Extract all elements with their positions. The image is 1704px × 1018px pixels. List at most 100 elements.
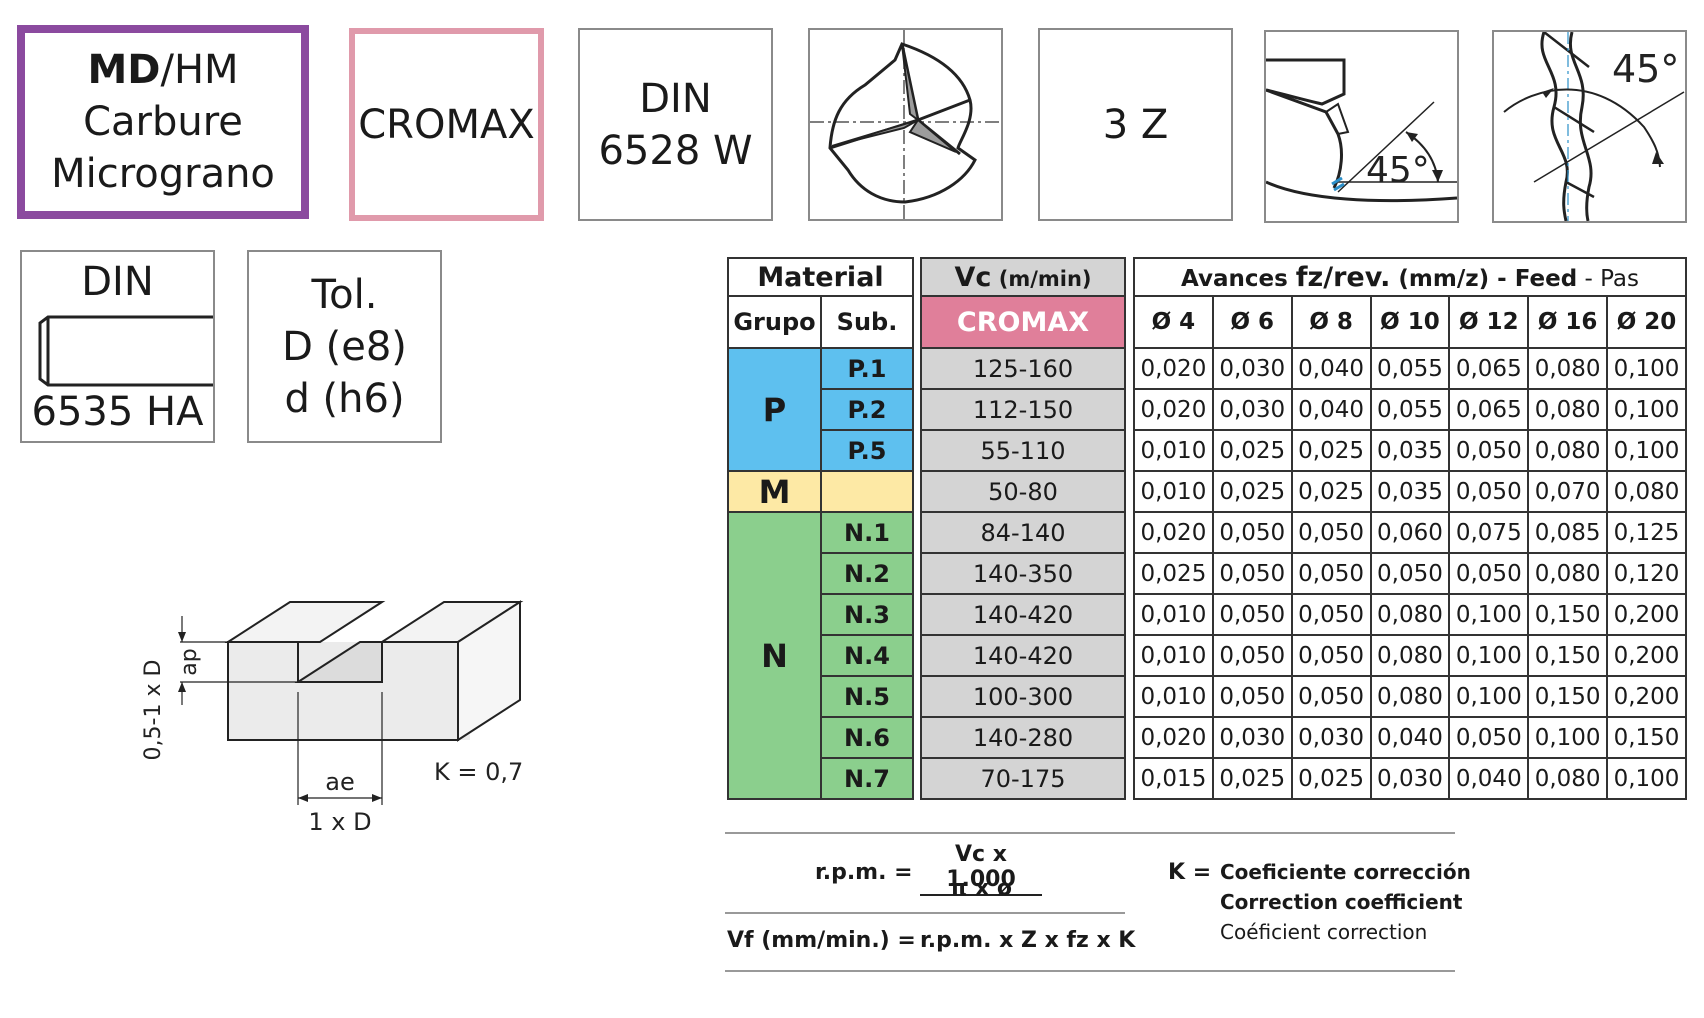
vf-label: Vf (mm/min.) = xyxy=(727,928,916,953)
helix-box: 45° xyxy=(1492,30,1687,223)
diameter-header: Ø 12 xyxy=(1448,295,1530,349)
material-row: N.4 xyxy=(728,634,914,677)
diameter-header: Ø 4 xyxy=(1133,295,1214,349)
chamfer-angle-label: 45° xyxy=(1366,150,1430,191)
material-line-2: Carbure xyxy=(83,99,243,145)
feed-cell: 0,100 xyxy=(1448,634,1530,677)
formula-divider-bottom xyxy=(725,970,1455,972)
feed-cell: 0,025 xyxy=(1290,429,1372,472)
subgroup-cell: P.5 xyxy=(820,429,914,472)
k-value-label: K = 0,7 xyxy=(434,758,523,786)
material-row: N.5 xyxy=(728,675,914,718)
feed-cell: 0,050 xyxy=(1290,675,1372,718)
feed-cell: 0,050 xyxy=(1448,429,1530,472)
k-spanish: Coeficiente corrección xyxy=(1220,860,1471,884)
group-cell: P xyxy=(727,347,822,472)
k-french: Coéficient correction xyxy=(1220,920,1428,944)
feed-cell: 0,200 xyxy=(1606,675,1687,718)
material-box: MD/HM Carbure Micrograno xyxy=(17,25,309,219)
feed-cell: 0,050 xyxy=(1211,675,1293,718)
subgroup-cell: N.3 xyxy=(820,593,914,636)
feed-cell: 0,030 xyxy=(1290,716,1372,759)
feed-cell: 0,035 xyxy=(1369,429,1451,472)
diameter-header: Ø 6 xyxy=(1211,295,1293,349)
feed-cell: 0,080 xyxy=(1606,470,1687,513)
feed-cell: 0,040 xyxy=(1448,757,1530,800)
din-norm-line-1: DIN xyxy=(639,75,712,122)
feed-cell: 0,070 xyxy=(1527,470,1609,513)
feed-cell: 0,025 xyxy=(1211,757,1293,800)
feed-cell: 0,040 xyxy=(1290,347,1372,390)
feed-cell: 0,085 xyxy=(1527,511,1609,554)
feed-cell: 0,025 xyxy=(1133,552,1214,595)
feed-cell: 0,025 xyxy=(1211,429,1293,472)
formula-divider-mid xyxy=(725,912,1125,914)
feed-cell: 0,040 xyxy=(1369,716,1451,759)
subgroup-cell: P.1 xyxy=(820,347,914,390)
vc-cell: 140-420 xyxy=(920,593,1126,636)
vc-cell: 70-175 xyxy=(920,757,1126,800)
subgroup-cell: P.2 xyxy=(820,388,914,431)
feed-cell: 0,125 xyxy=(1606,511,1687,554)
feed-cell: 0,150 xyxy=(1527,634,1609,677)
feed-cell: 0,010 xyxy=(1133,593,1214,636)
feed-cell: 0,020 xyxy=(1133,347,1214,390)
rpm-label: r.p.m. = xyxy=(815,860,913,885)
vc-row: 140-420 xyxy=(920,593,1126,636)
feed-cell: 0,050 xyxy=(1448,470,1530,513)
vc-cell: 100-300 xyxy=(920,675,1126,718)
k-english: Correction coefficient xyxy=(1220,890,1463,914)
feed-cell: 0,010 xyxy=(1133,429,1214,472)
slot-milling-diagram: 0,5-1 x D ap ae 1 x D K = 0,7 xyxy=(141,600,524,836)
rpm-numerator: Vc x 1.000 xyxy=(920,842,1042,896)
helix-angle-icon: 45° xyxy=(1503,32,1685,221)
feed-cell: 0,050 xyxy=(1290,511,1372,554)
feed-cell: 0,080 xyxy=(1527,757,1609,800)
subgroup-cell: N.6 xyxy=(820,716,914,759)
feed-cell: 0,100 xyxy=(1448,593,1530,636)
feed-cell: 0,080 xyxy=(1527,429,1609,472)
feed-cell: 0,200 xyxy=(1606,634,1687,677)
feed-cell: 0,080 xyxy=(1527,552,1609,595)
chamfer-angle-icon: 45° xyxy=(1266,58,1457,203)
flutes-box: 3 Z xyxy=(1038,28,1233,221)
vc-row: 50-80 xyxy=(920,470,1126,513)
formula-divider-top xyxy=(725,832,1455,834)
feed-cell: 0,030 xyxy=(1211,388,1293,431)
feed-cell: 0,120 xyxy=(1606,552,1687,595)
sub-header: Sub. xyxy=(820,295,914,349)
feed-cell: 0,065 xyxy=(1448,388,1530,431)
feed-cell: 0,010 xyxy=(1133,634,1214,677)
vc-cell: 140-280 xyxy=(920,716,1126,759)
vc-row: 84-140 xyxy=(920,511,1126,554)
vc-row: 100-300 xyxy=(920,675,1126,718)
feed-cell: 0,040 xyxy=(1290,388,1372,431)
feed-cell: 0,030 xyxy=(1211,347,1293,390)
feed-cell: 0,020 xyxy=(1133,511,1214,554)
feed-cell: 0,055 xyxy=(1369,388,1451,431)
material-row: P.5 xyxy=(728,429,914,472)
vc-cell: 112-150 xyxy=(920,388,1126,431)
chamfer-box: 45° xyxy=(1264,30,1459,223)
feed-cell: 0,050 xyxy=(1290,634,1372,677)
feed-cell: 0,010 xyxy=(1133,470,1214,513)
cross-section-box xyxy=(808,28,1003,221)
material-row: N.6 xyxy=(728,716,914,759)
flutes-label: 3 Z xyxy=(1102,101,1169,148)
feed-cell: 0,150 xyxy=(1527,593,1609,636)
vc-cell: 55-110 xyxy=(920,429,1126,472)
vc-row: 70-175 xyxy=(920,757,1126,800)
material-header: Material xyxy=(727,257,914,297)
vc-coating-header: CROMAX xyxy=(920,295,1126,349)
coating-label: CROMAX xyxy=(358,101,535,148)
diameter-header: Ø 8 xyxy=(1290,295,1372,349)
